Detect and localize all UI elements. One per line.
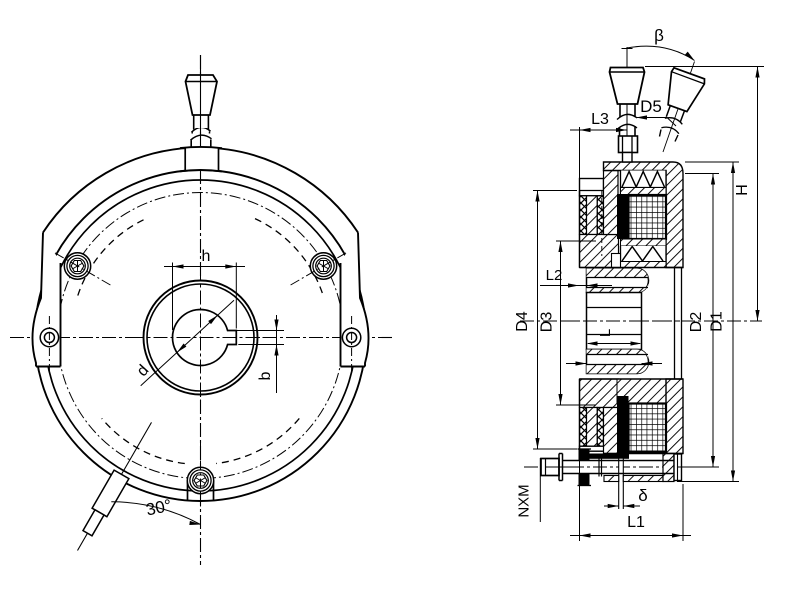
- svg-text:h: h: [202, 248, 211, 265]
- svg-text:H: H: [734, 184, 751, 196]
- svg-text:NXM: NXM: [516, 484, 533, 517]
- svg-text:D4: D4: [514, 311, 531, 332]
- svg-text:β: β: [654, 26, 664, 45]
- svg-text:δ: δ: [638, 486, 647, 505]
- svg-text:D3: D3: [539, 312, 556, 333]
- svg-text:L2: L2: [546, 267, 563, 284]
- svg-text:L3: L3: [591, 111, 609, 128]
- svg-text:b: b: [257, 371, 274, 380]
- svg-text:L1: L1: [627, 514, 645, 531]
- svg-text:30°: 30°: [144, 496, 173, 520]
- svg-text:D5: D5: [640, 97, 662, 116]
- svg-text:D1: D1: [709, 311, 726, 332]
- svg-text:L: L: [597, 329, 614, 337]
- svg-text:D2: D2: [688, 312, 705, 333]
